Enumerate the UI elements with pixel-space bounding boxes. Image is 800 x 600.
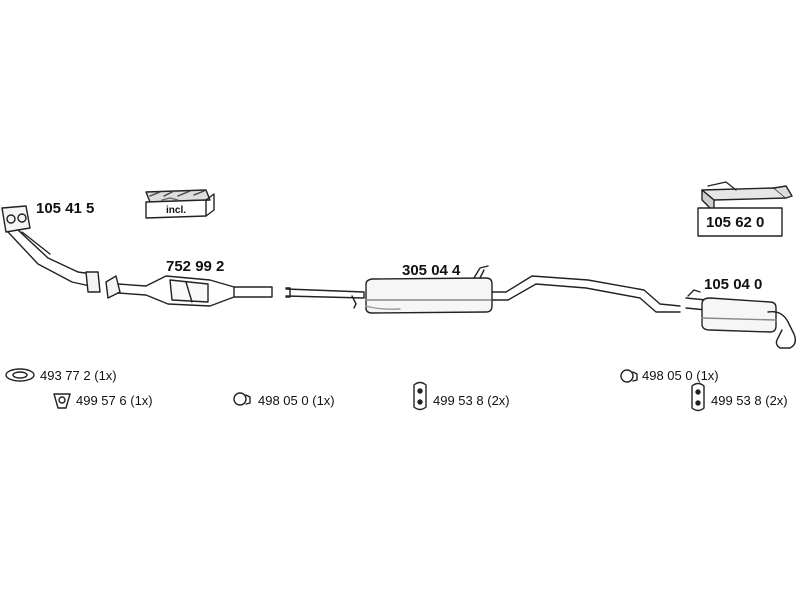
downpipe-part-number: 105 41 5 [36,200,95,217]
accessory-code: 499 53 8 [711,393,762,408]
rubber-mount-icon-2 [691,382,705,412]
clamp-icon-2 [620,369,638,383]
accessory-qty: (1x) [312,393,335,408]
accessory-rubber-mount: 499 53 8 (2x) [433,393,510,408]
accessory-gasket: 493 77 2 (1x) [40,368,117,383]
accessory-clamp-2: 498 05 0 (1x) [642,368,719,383]
rear-silencer-part-number: 105 04 0 [704,276,763,293]
accessory-qty: (1x) [130,393,153,408]
clamp-icon [233,392,251,406]
accessory-qty: (2x) [765,393,788,408]
accessory-qty: (1x) [94,368,117,383]
downpipe-part [1,205,101,293]
rubber-mount-icon [413,381,427,411]
accessory-code: 498 05 0 [258,393,309,408]
accessory-code: 499 53 8 [433,393,484,408]
rear-silencer-part [685,289,797,349]
accessory-code: 498 05 0 [642,368,693,383]
intermediate-pipe [285,287,365,309]
accessory-rubber-mount-2: 499 53 8 (2x) [711,393,788,408]
accessory-clamp: 498 05 0 (1x) [258,393,335,408]
included-parts-box-icon [145,189,215,219]
accessory-code: 499 57 6 [76,393,127,408]
seal-ring-icon [53,393,71,409]
accessory-qty: (1x) [696,368,719,383]
catalyst-part-number: 752 99 2 [166,258,225,275]
centre-silencer-part [365,265,681,314]
accessory-code: 493 77 2 [40,368,91,383]
kit-box-icon [697,181,793,237]
gasket-icon [5,368,35,382]
catalyst-part [105,275,273,307]
accessory-qty: (2x) [487,393,510,408]
incl-label: incl. [166,205,187,216]
kit-part-number: 105 62 0 [706,214,765,231]
accessory-seal-ring: 499 57 6 (1x) [76,393,153,408]
centre-silencer-part-number: 305 04 4 [402,262,461,279]
